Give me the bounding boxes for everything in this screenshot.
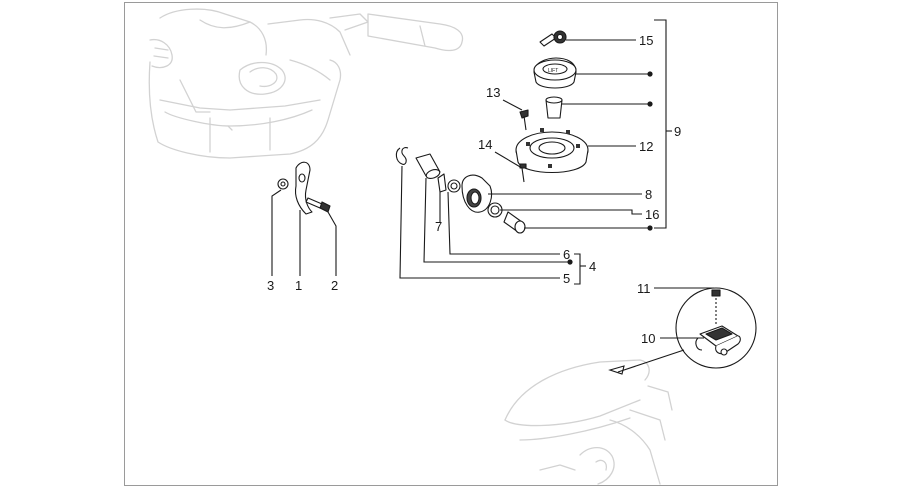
callout-15: 15 xyxy=(639,33,653,48)
fuel-cap-part: LIFT xyxy=(533,57,577,89)
latch-inset-circle xyxy=(608,287,757,375)
callout-labels: 1 2 3 4 5 6 7 8 9 10 11 12 13 14 15 16 xyxy=(267,33,681,346)
key-part-15 xyxy=(539,30,567,47)
ghost-scooter-seat xyxy=(504,359,673,485)
callout-9: 9 xyxy=(674,124,681,139)
callout-1: 1 xyxy=(295,278,302,293)
pin-part-7 xyxy=(437,173,447,193)
fuel-ring-part-12 xyxy=(515,128,589,174)
diagram-frame xyxy=(124,2,778,486)
bracket-part-1 xyxy=(294,161,313,215)
latch-part-10 xyxy=(695,325,741,356)
leader-dots xyxy=(567,71,653,265)
oring-part-16 xyxy=(487,202,503,218)
callout-7: 7 xyxy=(435,219,442,234)
spring-part-5 xyxy=(395,147,409,165)
tube-part xyxy=(503,211,526,234)
callout-12: 12 xyxy=(639,139,653,154)
callout-3: 3 xyxy=(267,278,274,293)
ghost-handlebar-front xyxy=(148,8,464,159)
callout-4: 4 xyxy=(589,259,596,274)
cap-lift-text: LIFT xyxy=(548,68,558,74)
screw-part-14 xyxy=(519,163,527,183)
screw-part-2 xyxy=(305,197,331,213)
lock-body-part-8 xyxy=(461,174,493,213)
bushing-part xyxy=(545,96,563,119)
callout-10: 10 xyxy=(641,331,655,346)
screw-part-11 xyxy=(711,289,721,324)
cylinder-part-6 xyxy=(415,153,441,180)
callout-2: 2 xyxy=(331,278,338,293)
callout-8: 8 xyxy=(645,187,652,202)
leader-lines xyxy=(271,19,714,339)
callout-6: 6 xyxy=(563,247,570,262)
callout-14: 14 xyxy=(478,137,492,152)
callout-11: 11 xyxy=(637,281,651,296)
screw-part-13 xyxy=(519,109,529,131)
callout-5: 5 xyxy=(563,271,570,286)
washer-part xyxy=(447,179,461,193)
nut-part-3 xyxy=(277,178,289,190)
callout-16: 16 xyxy=(645,207,659,222)
callout-13: 13 xyxy=(486,85,500,100)
